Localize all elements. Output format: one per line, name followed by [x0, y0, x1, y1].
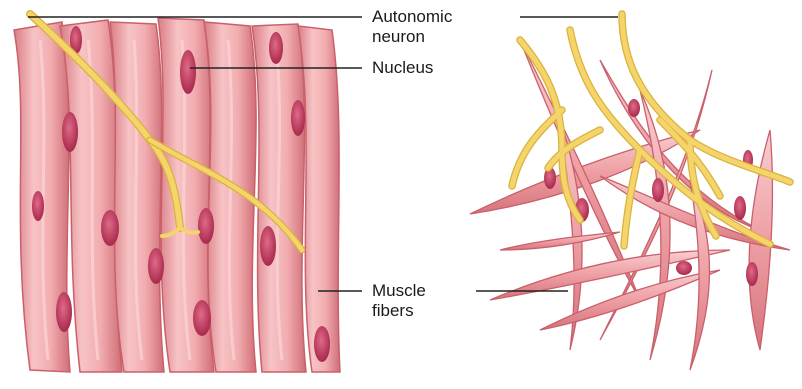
nucleus — [676, 261, 692, 275]
nucleus — [628, 99, 640, 117]
muscle-fiber — [500, 232, 620, 250]
nucleus — [652, 178, 664, 202]
nucleus — [198, 208, 214, 244]
muscle-fibers-label: Muscle fibers — [372, 281, 472, 321]
muscle-fiber — [298, 26, 340, 372]
nucleus — [734, 196, 746, 220]
nucleus — [291, 100, 305, 136]
nucleus — [32, 191, 44, 221]
nucleus — [746, 262, 758, 286]
nucleus — [101, 210, 119, 246]
nucleus — [180, 50, 196, 94]
nucleus-label: Nucleus — [372, 58, 433, 78]
nucleus — [193, 300, 211, 336]
nucleus — [56, 292, 72, 332]
nucleus — [260, 226, 276, 266]
nucleus — [148, 248, 164, 284]
nucleus — [269, 32, 283, 64]
nucleus — [62, 112, 78, 152]
autonomic-neuron-label: Autonomic neuron — [372, 7, 502, 47]
nucleus — [314, 326, 330, 362]
